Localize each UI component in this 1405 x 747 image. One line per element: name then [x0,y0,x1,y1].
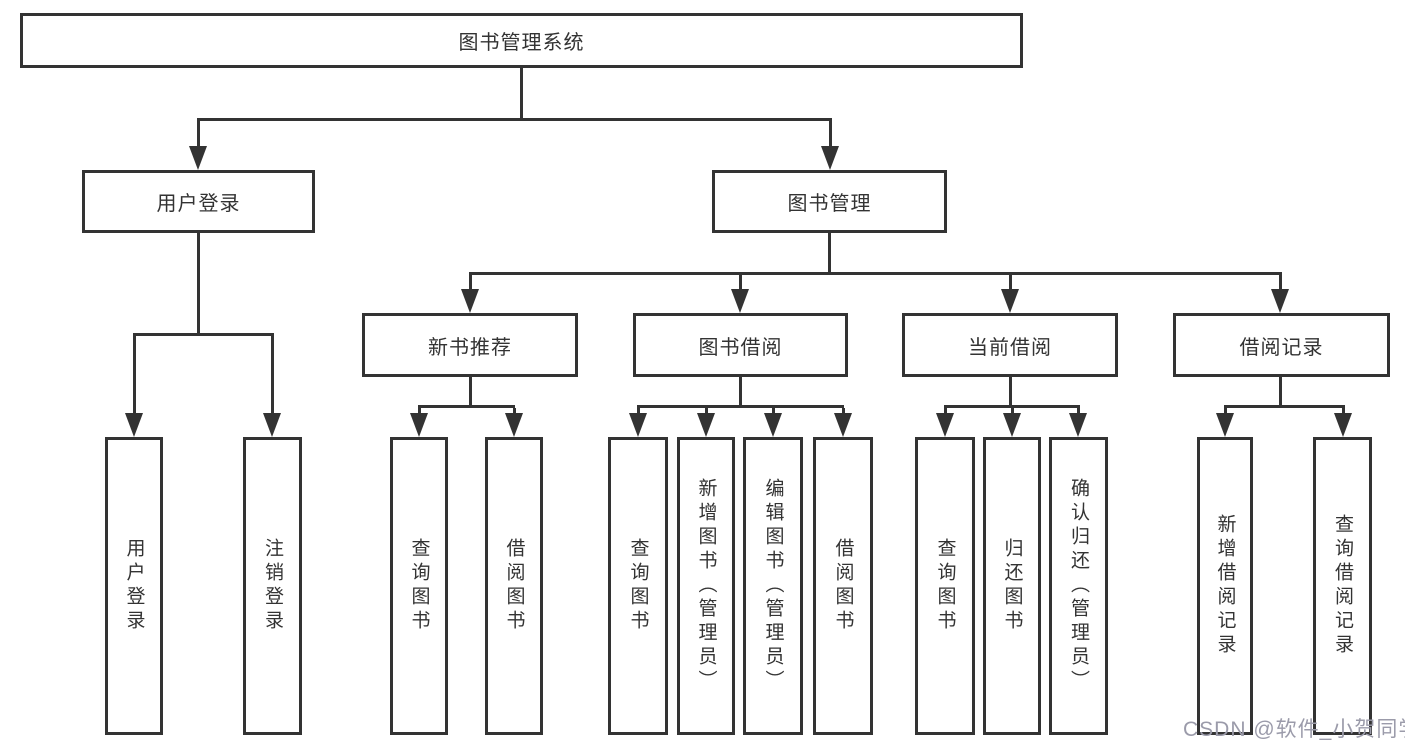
leaf-current-confirm-return-admin-label: 确认归还（管理员） [1068,478,1089,694]
connector-line [842,408,845,414]
arrow-down-icon [821,146,839,170]
connector-line [133,336,136,414]
arrow-down-icon [505,413,523,437]
connector-line [1009,275,1012,291]
connector-line [1279,275,1282,291]
node-new-book-recommend-label: 新书推荐 [428,336,512,359]
node-book-borrow: 图书借阅 [633,313,848,377]
connector-line [1224,408,1227,414]
arrow-down-icon [1069,413,1087,437]
leaf-borrow-borrow-books: 借阅图书 [813,437,873,735]
node-new-book-recommend: 新书推荐 [362,313,578,377]
connector-line [197,118,832,121]
connector-line [418,408,421,414]
arrow-down-icon [125,413,143,437]
leaf-records-query-record: 查询借阅记录 [1313,437,1372,735]
leaf-borrow-query-books: 查询图书 [608,437,668,735]
connector-line [944,405,1080,408]
leaf-current-query-books-label: 查询图书 [934,538,956,634]
connector-line [1009,377,1012,408]
connector-line [133,333,274,336]
leaf-newbook-query-books: 查询图书 [390,437,448,735]
node-current-borrow-label: 当前借阅 [968,336,1052,359]
connector-line [1279,377,1282,408]
arrow-down-icon [936,413,954,437]
connector-line [637,405,844,408]
connector-line [197,233,200,336]
node-root: 图书管理系统 [20,13,1023,68]
node-user-login: 用户登录 [82,170,315,233]
connector-line [1224,405,1345,408]
connector-line [513,408,516,414]
connector-line [469,377,472,408]
leaf-user-login: 用户登录 [105,437,163,735]
connector-line [739,275,742,291]
leaf-logout-label: 注销登录 [262,538,283,634]
csdn-watermark: CSDN @软件_小贺同学 [1183,718,1405,741]
connector-line [944,408,947,414]
leaf-borrow-borrow-books-label: 借阅图书 [832,538,854,634]
arrow-down-icon [1216,413,1234,437]
arrow-down-icon [263,413,281,437]
connector-line [739,377,742,408]
leaf-newbook-borrow-books: 借阅图书 [485,437,543,735]
node-current-borrow: 当前借阅 [902,313,1118,377]
leaf-newbook-query-books-label: 查询图书 [408,538,430,634]
connector-line [772,408,775,414]
arrow-down-icon [834,413,852,437]
arrow-down-icon [189,146,207,170]
connector-line [637,408,640,414]
arrow-down-icon [629,413,647,437]
leaf-current-return-books: 归还图书 [983,437,1041,735]
node-user-login-label: 用户登录 [156,193,241,215]
connector-line [1342,408,1345,414]
connector-line [828,233,831,275]
leaf-logout: 注销登录 [243,437,302,735]
leaf-borrow-query-books-label: 查询图书 [627,538,649,634]
node-book-borrow-label: 图书借阅 [698,336,783,359]
connector-line [418,405,515,408]
leaf-borrow-edit-books-admin: 编辑图书（管理员） [743,437,803,735]
node-book-management: 图书管理 [712,170,947,233]
connector-line [520,68,523,121]
leaf-current-return-books-label: 归还图书 [1001,538,1023,634]
connector-line [197,121,200,148]
connector-line [705,408,708,414]
arrow-down-icon [1271,289,1289,313]
leaf-records-add-record: 新增借阅记录 [1197,437,1253,735]
leaf-user-login-label: 用户登录 [123,538,145,634]
leaf-records-query-record-label: 查询借阅记录 [1332,514,1353,658]
connector-line [469,275,472,291]
leaf-current-confirm-return-admin: 确认归还（管理员） [1049,437,1108,735]
arrow-down-icon [731,289,749,313]
leaf-current-query-books: 查询图书 [915,437,975,735]
connector-line [1011,408,1014,414]
connector-line [271,336,274,414]
leaf-borrow-edit-books-admin-label: 编辑图书（管理员） [762,478,784,694]
arrow-down-icon [1334,413,1352,437]
leaf-borrow-add-books-admin-label: 新增图书（管理员） [695,478,717,694]
arrow-down-icon [764,413,782,437]
node-borrow-records-label: 借阅记录 [1239,336,1324,359]
node-book-management-label: 图书管理 [787,193,872,215]
connector-line [469,272,1282,275]
arrow-down-icon [1001,289,1019,313]
arrow-down-icon [1003,413,1021,437]
node-root-label: 图书管理系统 [458,32,585,54]
leaf-records-add-record-label: 新增借阅记录 [1214,514,1236,658]
connector-line [829,121,832,148]
arrow-down-icon [461,289,479,313]
node-borrow-records: 借阅记录 [1173,313,1390,377]
arrow-down-icon [410,413,428,437]
connector-line [1077,408,1080,414]
arrow-down-icon [697,413,715,437]
leaf-borrow-add-books-admin: 新增图书（管理员） [677,437,735,735]
leaf-newbook-borrow-books-label: 借阅图书 [503,538,525,634]
